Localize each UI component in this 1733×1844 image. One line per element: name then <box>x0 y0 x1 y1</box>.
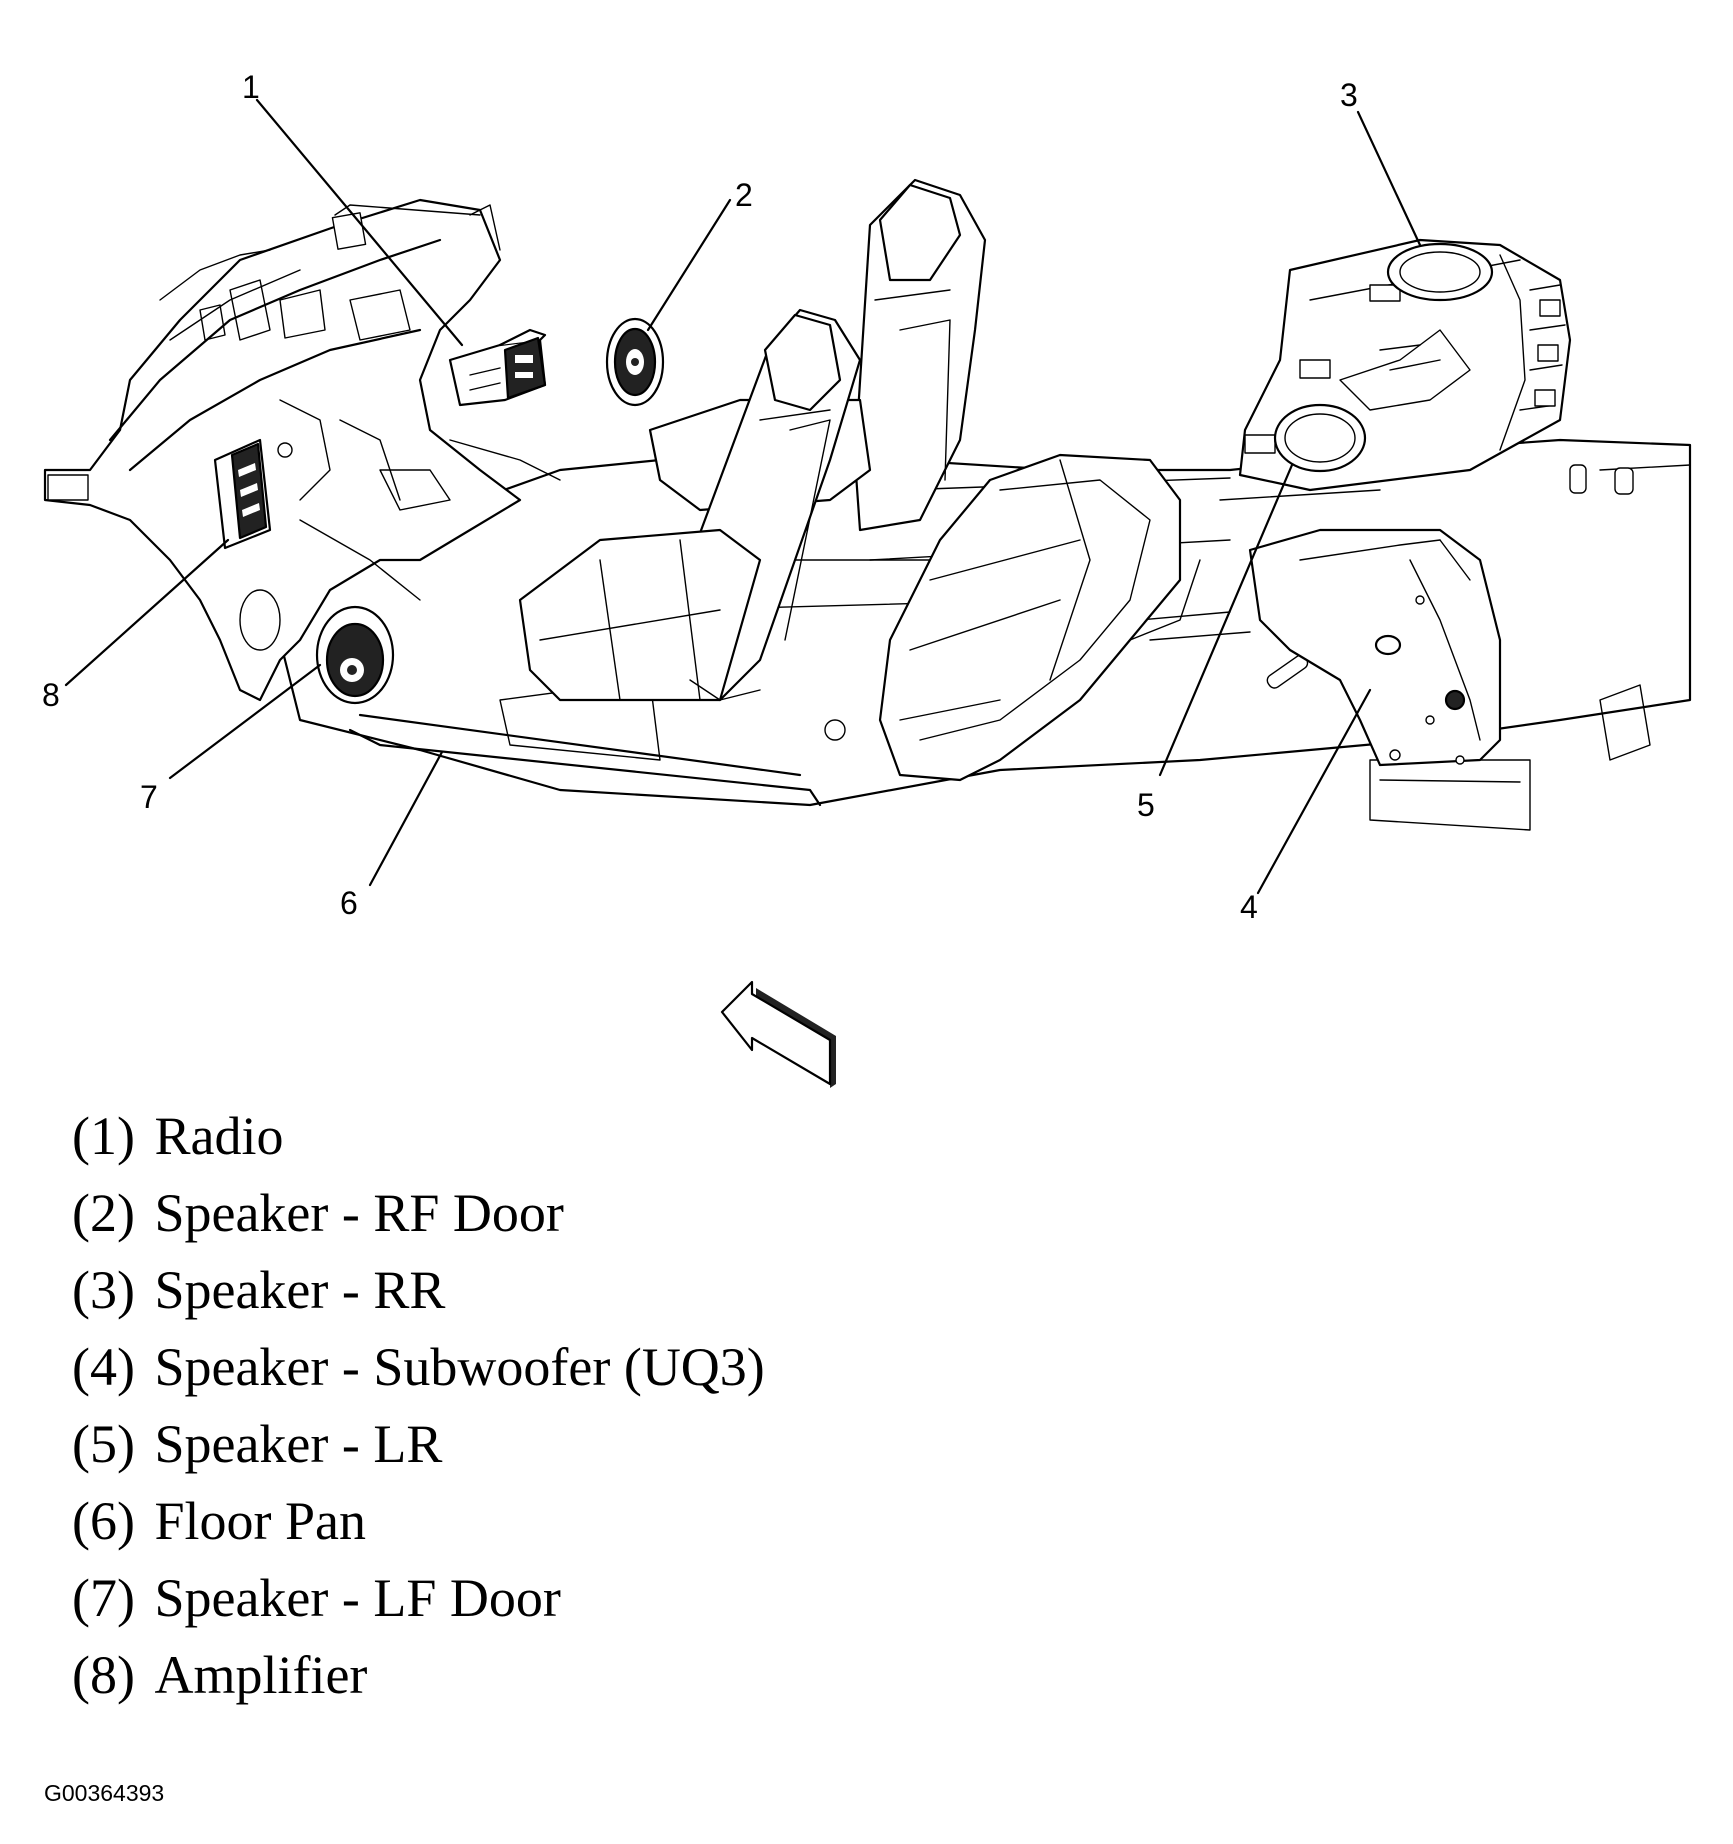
legend-item-speaker-subwoofer: (4) Speaker - Subwoofer (UQ3) <box>72 1329 1272 1406</box>
forward-direction-arrow-icon <box>720 980 836 1088</box>
callout-5: 5 <box>1137 787 1155 823</box>
amplifier-module <box>213 438 293 550</box>
legend-number: (1) <box>72 1106 135 1166</box>
legend-label: Floor Pan <box>154 1491 366 1551</box>
figure-id: G00364393 <box>44 1780 165 1806</box>
legend-label: Speaker - RF Door <box>154 1183 564 1243</box>
rear-package-shelf <box>1238 238 1572 492</box>
legend-item-floor-pan: (6) Floor Pan <box>72 1483 1272 1560</box>
callout-8: 8 <box>42 677 60 713</box>
vehicle-interior-illustration: 1 2 3 4 5 6 7 8 <box>42 69 1692 1088</box>
leader-line-5 <box>1158 463 1294 777</box>
callout-2: 2 <box>735 177 753 213</box>
leader-lines <box>64 98 1422 895</box>
legend-number: (4) <box>72 1337 135 1397</box>
legend-number: (6) <box>72 1491 135 1551</box>
callout-6: 6 <box>340 885 358 921</box>
legend-item-radio: (1) Radio <box>72 1098 1272 1175</box>
leader-line-7 <box>168 663 322 780</box>
callout-7: 7 <box>140 779 158 815</box>
radio-module <box>448 328 547 407</box>
legend-label: Speaker - LF Door <box>154 1568 561 1628</box>
legend-item-speaker-rr: (3) Speaker - RR <box>72 1252 1272 1329</box>
legend-item-speaker-rf-door: (2) Speaker - RF Door <box>72 1175 1272 1252</box>
legend-item-amplifier: (8) Amplifier <box>72 1637 1272 1714</box>
callout-3: 3 <box>1340 77 1358 113</box>
rr-speaker <box>1386 242 1494 302</box>
legend-number: (5) <box>72 1414 135 1474</box>
leader-line-6 <box>368 750 444 887</box>
legend-number: (2) <box>72 1183 135 1243</box>
leader-line-1 <box>255 98 464 347</box>
legend: (1) Radio (2) Speaker - RF Door (3) Spea… <box>72 1098 1272 1714</box>
legend-label: Amplifier <box>154 1645 368 1705</box>
rear-seat <box>878 453 1201 782</box>
subwoofer-enclosure <box>1248 528 1502 767</box>
rf-door-speaker <box>605 317 665 407</box>
lr-speaker <box>1273 403 1367 473</box>
legend-label: Speaker - RR <box>154 1260 446 1320</box>
legend-item-speaker-lf-door: (7) Speaker - LF Door <box>72 1560 1272 1637</box>
legend-label: Speaker - LR <box>154 1414 443 1474</box>
callout-4: 4 <box>1240 889 1258 925</box>
leader-line-2 <box>646 198 732 332</box>
leader-line-8 <box>64 538 230 687</box>
callout-1: 1 <box>242 69 260 105</box>
legend-label: Radio <box>154 1106 284 1166</box>
legend-label: Speaker - Subwoofer (UQ3) <box>154 1337 765 1397</box>
legend-number: (8) <box>72 1645 135 1705</box>
legend-item-speaker-lr: (5) Speaker - LR <box>72 1406 1272 1483</box>
legend-number: (3) <box>72 1260 135 1320</box>
legend-number: (7) <box>72 1568 135 1628</box>
leader-line-3 <box>1356 110 1422 247</box>
lf-door-speaker <box>315 605 395 705</box>
leader-line-4 <box>1256 688 1372 895</box>
front-seats <box>518 178 987 702</box>
